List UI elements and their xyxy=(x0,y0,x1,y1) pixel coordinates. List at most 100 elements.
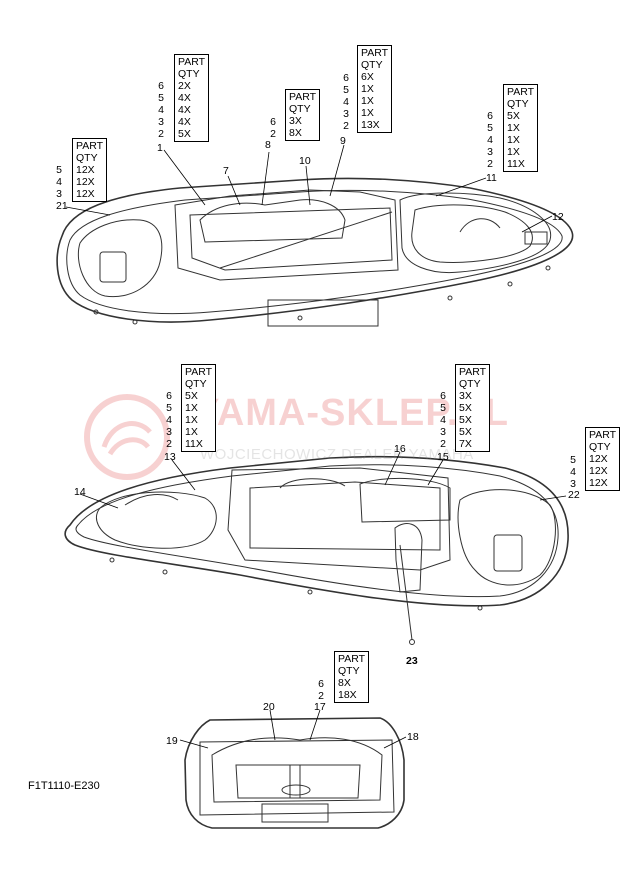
qty-value: 18X xyxy=(338,689,357,701)
part-number: 6 xyxy=(166,390,172,402)
part-number: 6 xyxy=(158,80,164,92)
callout-14: 14 xyxy=(74,486,86,498)
qty-value: 1X xyxy=(185,402,198,414)
table-header: PART xyxy=(289,91,317,103)
part-number: 6 xyxy=(318,678,324,690)
part-numbers: 6 5 4 3 2 xyxy=(479,110,493,170)
callout-16: 16 xyxy=(394,443,406,455)
part-number: 4 xyxy=(570,466,576,478)
qty-value: 12X xyxy=(76,176,95,188)
qty-value: 3X xyxy=(289,115,302,127)
deck-top-view xyxy=(56,177,574,327)
callout-11: 11 xyxy=(486,172,497,184)
qty-value: 7X xyxy=(459,438,472,450)
qty-value: 5X xyxy=(185,390,198,402)
leader-lines xyxy=(65,144,567,749)
part-numbers: 5 4 3 xyxy=(562,454,576,490)
part-number: 3 xyxy=(440,426,446,438)
table-header: QTY xyxy=(507,98,529,110)
table-header: QTY xyxy=(338,665,360,677)
callout-15: 15 xyxy=(437,451,449,463)
part-number: 3 xyxy=(158,116,164,128)
part-numbers: 6 2 xyxy=(310,678,324,702)
qty-value: 3X xyxy=(459,390,472,402)
part-number: 5 xyxy=(343,84,349,96)
deck-bottom-view xyxy=(64,455,569,645)
callout-9: 9 xyxy=(340,135,346,147)
part-numbers: 5 4 3 xyxy=(48,164,62,200)
watermark-sub-text: WOJCIECHOWICZ DEALER YAMAHA xyxy=(200,446,474,463)
watermark: YAMA-SKLEP.PL WOJCIECHOWICZ DEALER YAMAH… xyxy=(82,392,582,482)
qty-table: PART QTY 12X 12X 12X xyxy=(585,427,621,491)
callout-17: 17 xyxy=(314,701,326,713)
part-number: 3 xyxy=(570,478,576,490)
part-number: 4 xyxy=(343,96,349,108)
qty-value: 4X xyxy=(178,104,191,116)
qty-value: 1X xyxy=(185,414,198,426)
qty-table: PART QTY 6X 1X 1X 1X 13X xyxy=(357,45,393,133)
part-number: 3 xyxy=(343,108,349,120)
qty-value: 1X xyxy=(507,134,520,146)
part-number: 3 xyxy=(487,146,493,158)
part-number: 4 xyxy=(166,414,172,426)
part-number: 6 xyxy=(487,110,493,122)
table-header: PART xyxy=(589,429,617,441)
qty-table: PART QTY 5X 1X 1X 1X 11X xyxy=(181,364,217,452)
part-number: 6 xyxy=(440,390,446,402)
part-numbers: 6 2 xyxy=(262,116,276,140)
qty-value: 8X xyxy=(338,677,351,689)
table-header: QTY xyxy=(459,378,481,390)
part-number: 6 xyxy=(270,116,276,128)
part-number: 4 xyxy=(487,134,493,146)
callout-12: 12 xyxy=(552,211,564,223)
table-header: PART xyxy=(507,86,535,98)
qty-value: 6X xyxy=(361,71,374,83)
qty-table: PART QTY 12X 12X 12X xyxy=(72,138,108,202)
part-number: 5 xyxy=(56,164,62,176)
qty-value: 12X xyxy=(76,188,95,200)
qty-value: 4X xyxy=(178,92,191,104)
qty-value: 2X xyxy=(178,80,191,92)
qty-value: 12X xyxy=(589,477,608,489)
part-numbers: 6 5 4 3 2 xyxy=(150,80,164,140)
callout-22: 22 xyxy=(568,489,580,501)
qty-value: 4X xyxy=(178,116,191,128)
qty-value: 12X xyxy=(589,453,608,465)
table-header: PART xyxy=(361,47,389,59)
table-header: PART xyxy=(76,140,104,152)
part-number: 4 xyxy=(440,414,446,426)
callout-13: 13 xyxy=(164,451,176,463)
part-number: 5 xyxy=(487,122,493,134)
part-number: 6 xyxy=(343,72,349,84)
watermark-logo-icon xyxy=(84,394,170,480)
part-number: 3 xyxy=(166,426,172,438)
part-number: 2 xyxy=(166,438,172,450)
qty-value: 1X xyxy=(507,146,520,158)
qty-value: 5X xyxy=(459,414,472,426)
table-header: QTY xyxy=(289,103,311,115)
qty-value: 1X xyxy=(507,122,520,134)
qty-value: 12X xyxy=(589,465,608,477)
table-header: QTY xyxy=(178,68,200,80)
callout-20: 20 xyxy=(263,701,275,713)
table-header: QTY xyxy=(185,378,207,390)
table-header: PART xyxy=(338,653,366,665)
callout-1: 1 xyxy=(157,142,163,154)
part-number: 5 xyxy=(440,402,446,414)
callout-10: 10 xyxy=(299,155,311,167)
callout-23: 23 xyxy=(406,655,418,667)
qty-value: 11X xyxy=(185,438,203,450)
qty-value: 5X xyxy=(459,402,472,414)
part-number: 2 xyxy=(270,128,276,140)
qty-value: 12X xyxy=(76,164,95,176)
qty-value: 5X xyxy=(459,426,472,438)
part-numbers: 6 5 4 3 2 xyxy=(335,72,349,132)
qty-value: 8X xyxy=(289,127,302,139)
part-numbers: 6 5 4 3 2 xyxy=(432,390,446,450)
qty-value: 1X xyxy=(361,107,374,119)
callout-19: 19 xyxy=(166,735,178,747)
qty-value: 13X xyxy=(361,119,380,131)
part-numbers: 6 5 4 3 2 xyxy=(158,390,172,450)
qty-table: PART QTY 3X 5X 5X 5X 7X xyxy=(455,364,491,452)
part-number: 2 xyxy=(487,158,493,170)
